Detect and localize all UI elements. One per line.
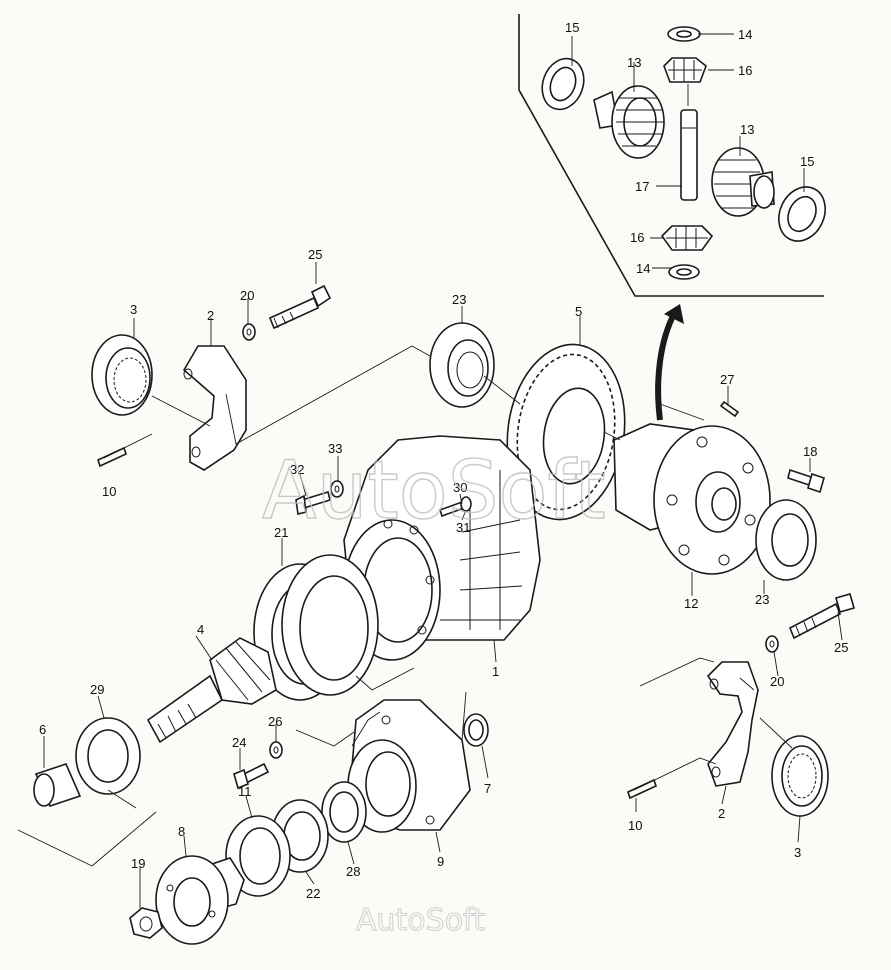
callout-20: 20: [770, 674, 784, 689]
callout-18: 18: [803, 444, 817, 459]
callout-16: 16: [738, 63, 752, 78]
callout-12: 12: [684, 596, 698, 611]
companion-flange-8: [155, 855, 245, 945]
callout-23: 23: [452, 292, 466, 307]
side-gear-13-right: [711, 147, 775, 217]
watermark-small: AutoSoft: [356, 903, 485, 938]
callout-29: 29: [90, 682, 104, 697]
o-ring-7: [463, 713, 489, 747]
bolt-24: [233, 762, 270, 790]
bearing-29: [75, 717, 141, 795]
guide-lines: [17, 345, 793, 867]
callout-13: 13: [740, 122, 754, 137]
callout-15: 15: [800, 154, 814, 169]
washer-33: [330, 480, 344, 498]
adjusting-nut-3-right: [771, 735, 829, 817]
bearing-cap-2-right: [706, 661, 759, 787]
washer-20-right: [765, 635, 779, 653]
callout-3: 3: [794, 845, 801, 860]
callout-15: 15: [565, 20, 579, 35]
ring-gear-5: [506, 343, 626, 521]
bearing-28: [321, 781, 367, 843]
callout-22: 22: [306, 886, 320, 901]
thrust-washer-15-right: [778, 186, 826, 242]
bolt-32: [295, 490, 331, 515]
callout-21: 21: [274, 525, 288, 540]
washer-14-top: [667, 26, 701, 42]
callout-14: 14: [636, 261, 650, 276]
callout-10: 10: [628, 818, 642, 833]
callout-7: 7: [484, 781, 491, 796]
nut-19: [129, 907, 163, 939]
callout-leaders: [43, 33, 843, 908]
differential-case-12: [613, 423, 771, 575]
inset-arrow: [655, 310, 678, 421]
callout-2: 2: [718, 806, 725, 821]
bolt-18: [787, 468, 825, 494]
callout-13: 13: [627, 55, 641, 70]
callout-19: 19: [131, 856, 145, 871]
callout-2: 2: [207, 308, 214, 323]
bearing-23-lower: [755, 499, 817, 581]
callout-11: 11: [238, 784, 252, 799]
bearing-23-upper: [429, 322, 495, 408]
callout-1: 1: [492, 664, 499, 679]
cross-shaft-17: [680, 109, 698, 201]
callout-32: 32: [290, 462, 304, 477]
callout-20: 20: [240, 288, 254, 303]
washer-26: [269, 741, 283, 759]
callout-26: 26: [268, 714, 282, 729]
callout-9: 9: [437, 854, 444, 869]
watermark: AutoSoft: [262, 444, 606, 537]
thrust-washer-15-left: [541, 57, 585, 111]
bearing-cap-2-left: [182, 345, 247, 471]
drive-pinion-4: [146, 637, 277, 744]
carrier-housing-1: [343, 435, 541, 661]
washer-20-left: [242, 323, 256, 341]
inset-frame: [518, 14, 824, 297]
pinion-housing-9: [347, 699, 471, 833]
callout-25: 25: [834, 640, 848, 655]
callout-4: 4: [197, 622, 204, 637]
adjusting-nut-3-left: [91, 334, 153, 416]
callout-27: 27: [720, 372, 734, 387]
callout-23: 23: [755, 592, 769, 607]
callout-8: 8: [178, 824, 185, 839]
callout-24: 24: [232, 735, 246, 750]
callout-28: 28: [346, 864, 360, 879]
cotter-pin-10-right: [627, 778, 657, 800]
callout-10: 10: [102, 484, 116, 499]
callout-30: 30: [453, 480, 467, 495]
callout-17: 17: [635, 179, 649, 194]
callout-25: 25: [308, 247, 322, 262]
callout-33: 33: [328, 441, 342, 456]
washer-14-bottom: [668, 264, 700, 280]
cotter-pin-10-left: [97, 446, 127, 468]
shims-21: [253, 554, 379, 701]
bolt-25-left: [268, 284, 332, 330]
callout-6: 6: [39, 722, 46, 737]
pinion-gear-16-bottom: [660, 225, 714, 251]
pin-27: [719, 400, 740, 418]
callout-31: 31: [456, 520, 470, 535]
side-gear-13-left: [593, 85, 665, 159]
callout-16: 16: [630, 230, 644, 245]
pinion-gear-16-top: [663, 57, 707, 83]
callout-3: 3: [130, 302, 137, 317]
spacer-6: [33, 763, 82, 807]
bolt-25-right: [788, 593, 855, 640]
callout-5: 5: [575, 304, 582, 319]
inset-arrowhead: [664, 304, 684, 324]
callout-14: 14: [738, 27, 752, 42]
